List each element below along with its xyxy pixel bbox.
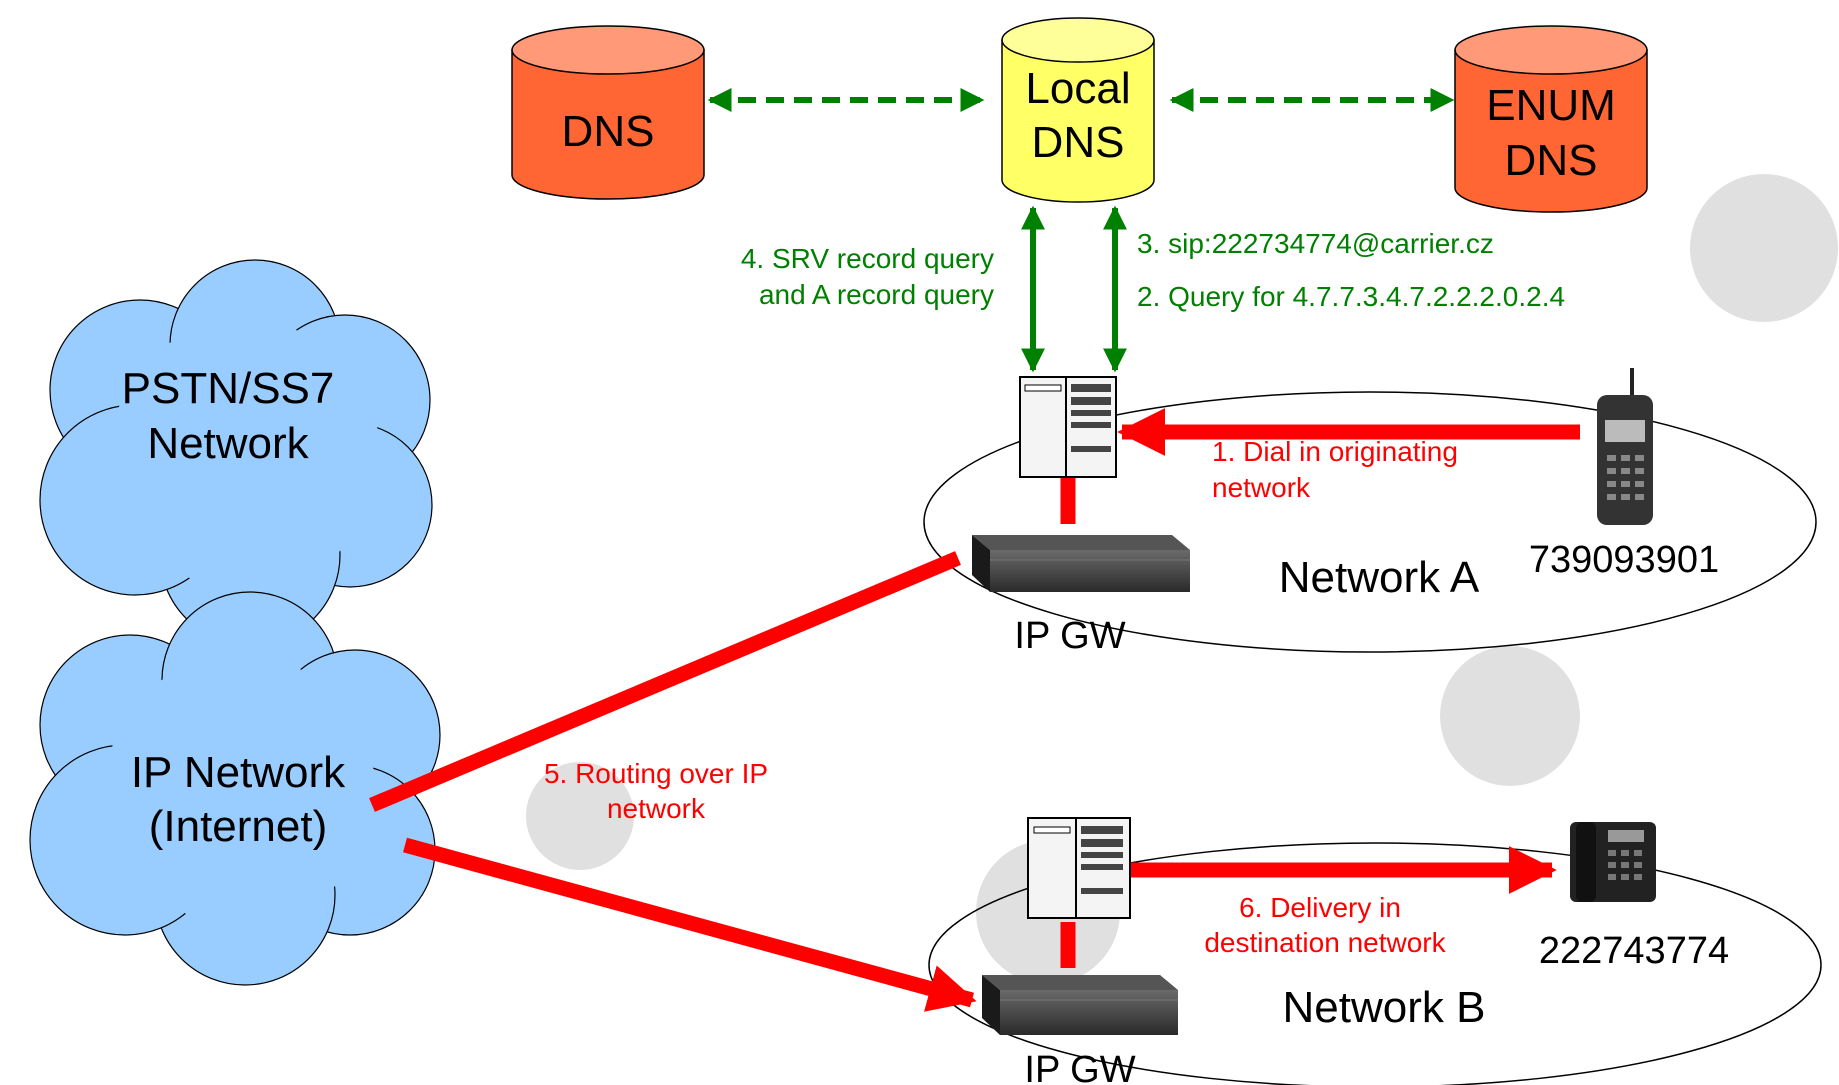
step6-label-line2: destination network: [1204, 927, 1446, 958]
ip-network-cloud: [29, 591, 441, 986]
ip-network-label-line2: (Internet): [149, 802, 328, 851]
dns-label: DNS: [562, 107, 655, 156]
server-b: [1027, 817, 1131, 919]
routing-lines: [369, 407, 1580, 1012]
network-b-label: Network B: [1283, 983, 1486, 1032]
step1-label-line1: 1. Dial in originating: [1212, 436, 1458, 467]
step5-label-line2: network: [607, 793, 706, 824]
desk-phone-icon: [1570, 822, 1656, 902]
local-dns-cylinder: [1001, 17, 1155, 203]
enum-dns-label-line2: DNS: [1505, 136, 1598, 185]
gw-b-label: IP GW: [1024, 1049, 1135, 1085]
enum-dns-cylinder: [1454, 25, 1648, 213]
ip-network-label-line1: IP Network: [131, 748, 346, 797]
step4-label-line1: 4. SRV record query: [741, 243, 994, 274]
gw-a-label: IP GW: [1014, 615, 1125, 657]
step2-label: 2. Query for 4.7.7.3.4.7.2.2.2.0.2.4: [1137, 281, 1565, 312]
mobile-phone-icon: [1597, 368, 1653, 525]
network-a-label: Network A: [1279, 553, 1480, 602]
step6-label-line1: 6. Delivery in: [1239, 892, 1401, 923]
network-b-ellipse: [928, 842, 1822, 1085]
dns-links: [707, 88, 1455, 373]
router-b: [982, 975, 1178, 1035]
server-a: [1019, 376, 1117, 478]
step3-label: 3. sip:222734774@carrier.cz: [1137, 228, 1494, 259]
local-dns-label-line1: Local: [1025, 64, 1130, 113]
pstn-cloud: [39, 259, 433, 646]
enum-dns-label-line1: ENUM: [1486, 81, 1616, 130]
pstn-label-line1: PSTN/SS7: [122, 364, 335, 413]
local-dns-label-line2: DNS: [1032, 118, 1125, 167]
phone-a-number: 739093901: [1529, 539, 1719, 581]
step5-label-line1: 5. Routing over IP: [544, 758, 768, 789]
network-a-ellipse: [923, 391, 1817, 653]
step1-label-line2: network: [1212, 472, 1311, 503]
phone-b-number: 222743774: [1539, 930, 1729, 972]
dns-cylinder: [511, 25, 705, 200]
step4-label-line2: and A record query: [759, 279, 994, 310]
router-a: [972, 535, 1190, 592]
pstn-label-line2: Network: [147, 419, 309, 468]
